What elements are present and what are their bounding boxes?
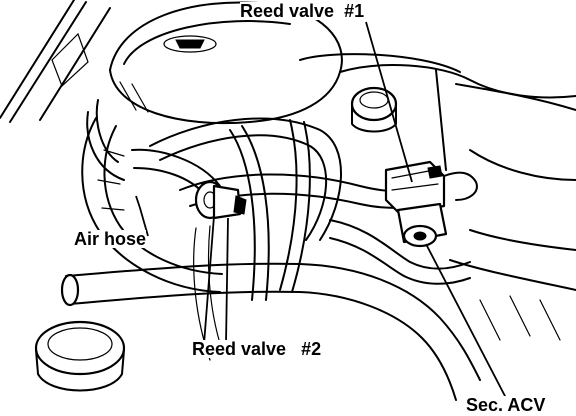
label-reed-valve-2: Reed valve #2 — [192, 339, 322, 359]
filler-cap — [34, 320, 126, 392]
intake-pipe-lower — [60, 262, 481, 401]
reed-valve-1-body — [384, 160, 446, 216]
reed-valve-2-body — [194, 180, 247, 220]
leader-lines — [135, 21, 507, 399]
label-sec-acv: Sec. ACV — [466, 395, 546, 415]
label-air-hose: Air hose — [74, 229, 147, 249]
fender-edge — [0, 0, 111, 123]
label-reed-valve-1: Reed valve #1 — [240, 1, 365, 21]
air-cleaner-housing — [86, 1, 343, 181]
sec-acv-body — [396, 171, 478, 248]
reservoir-cap — [350, 86, 398, 133]
